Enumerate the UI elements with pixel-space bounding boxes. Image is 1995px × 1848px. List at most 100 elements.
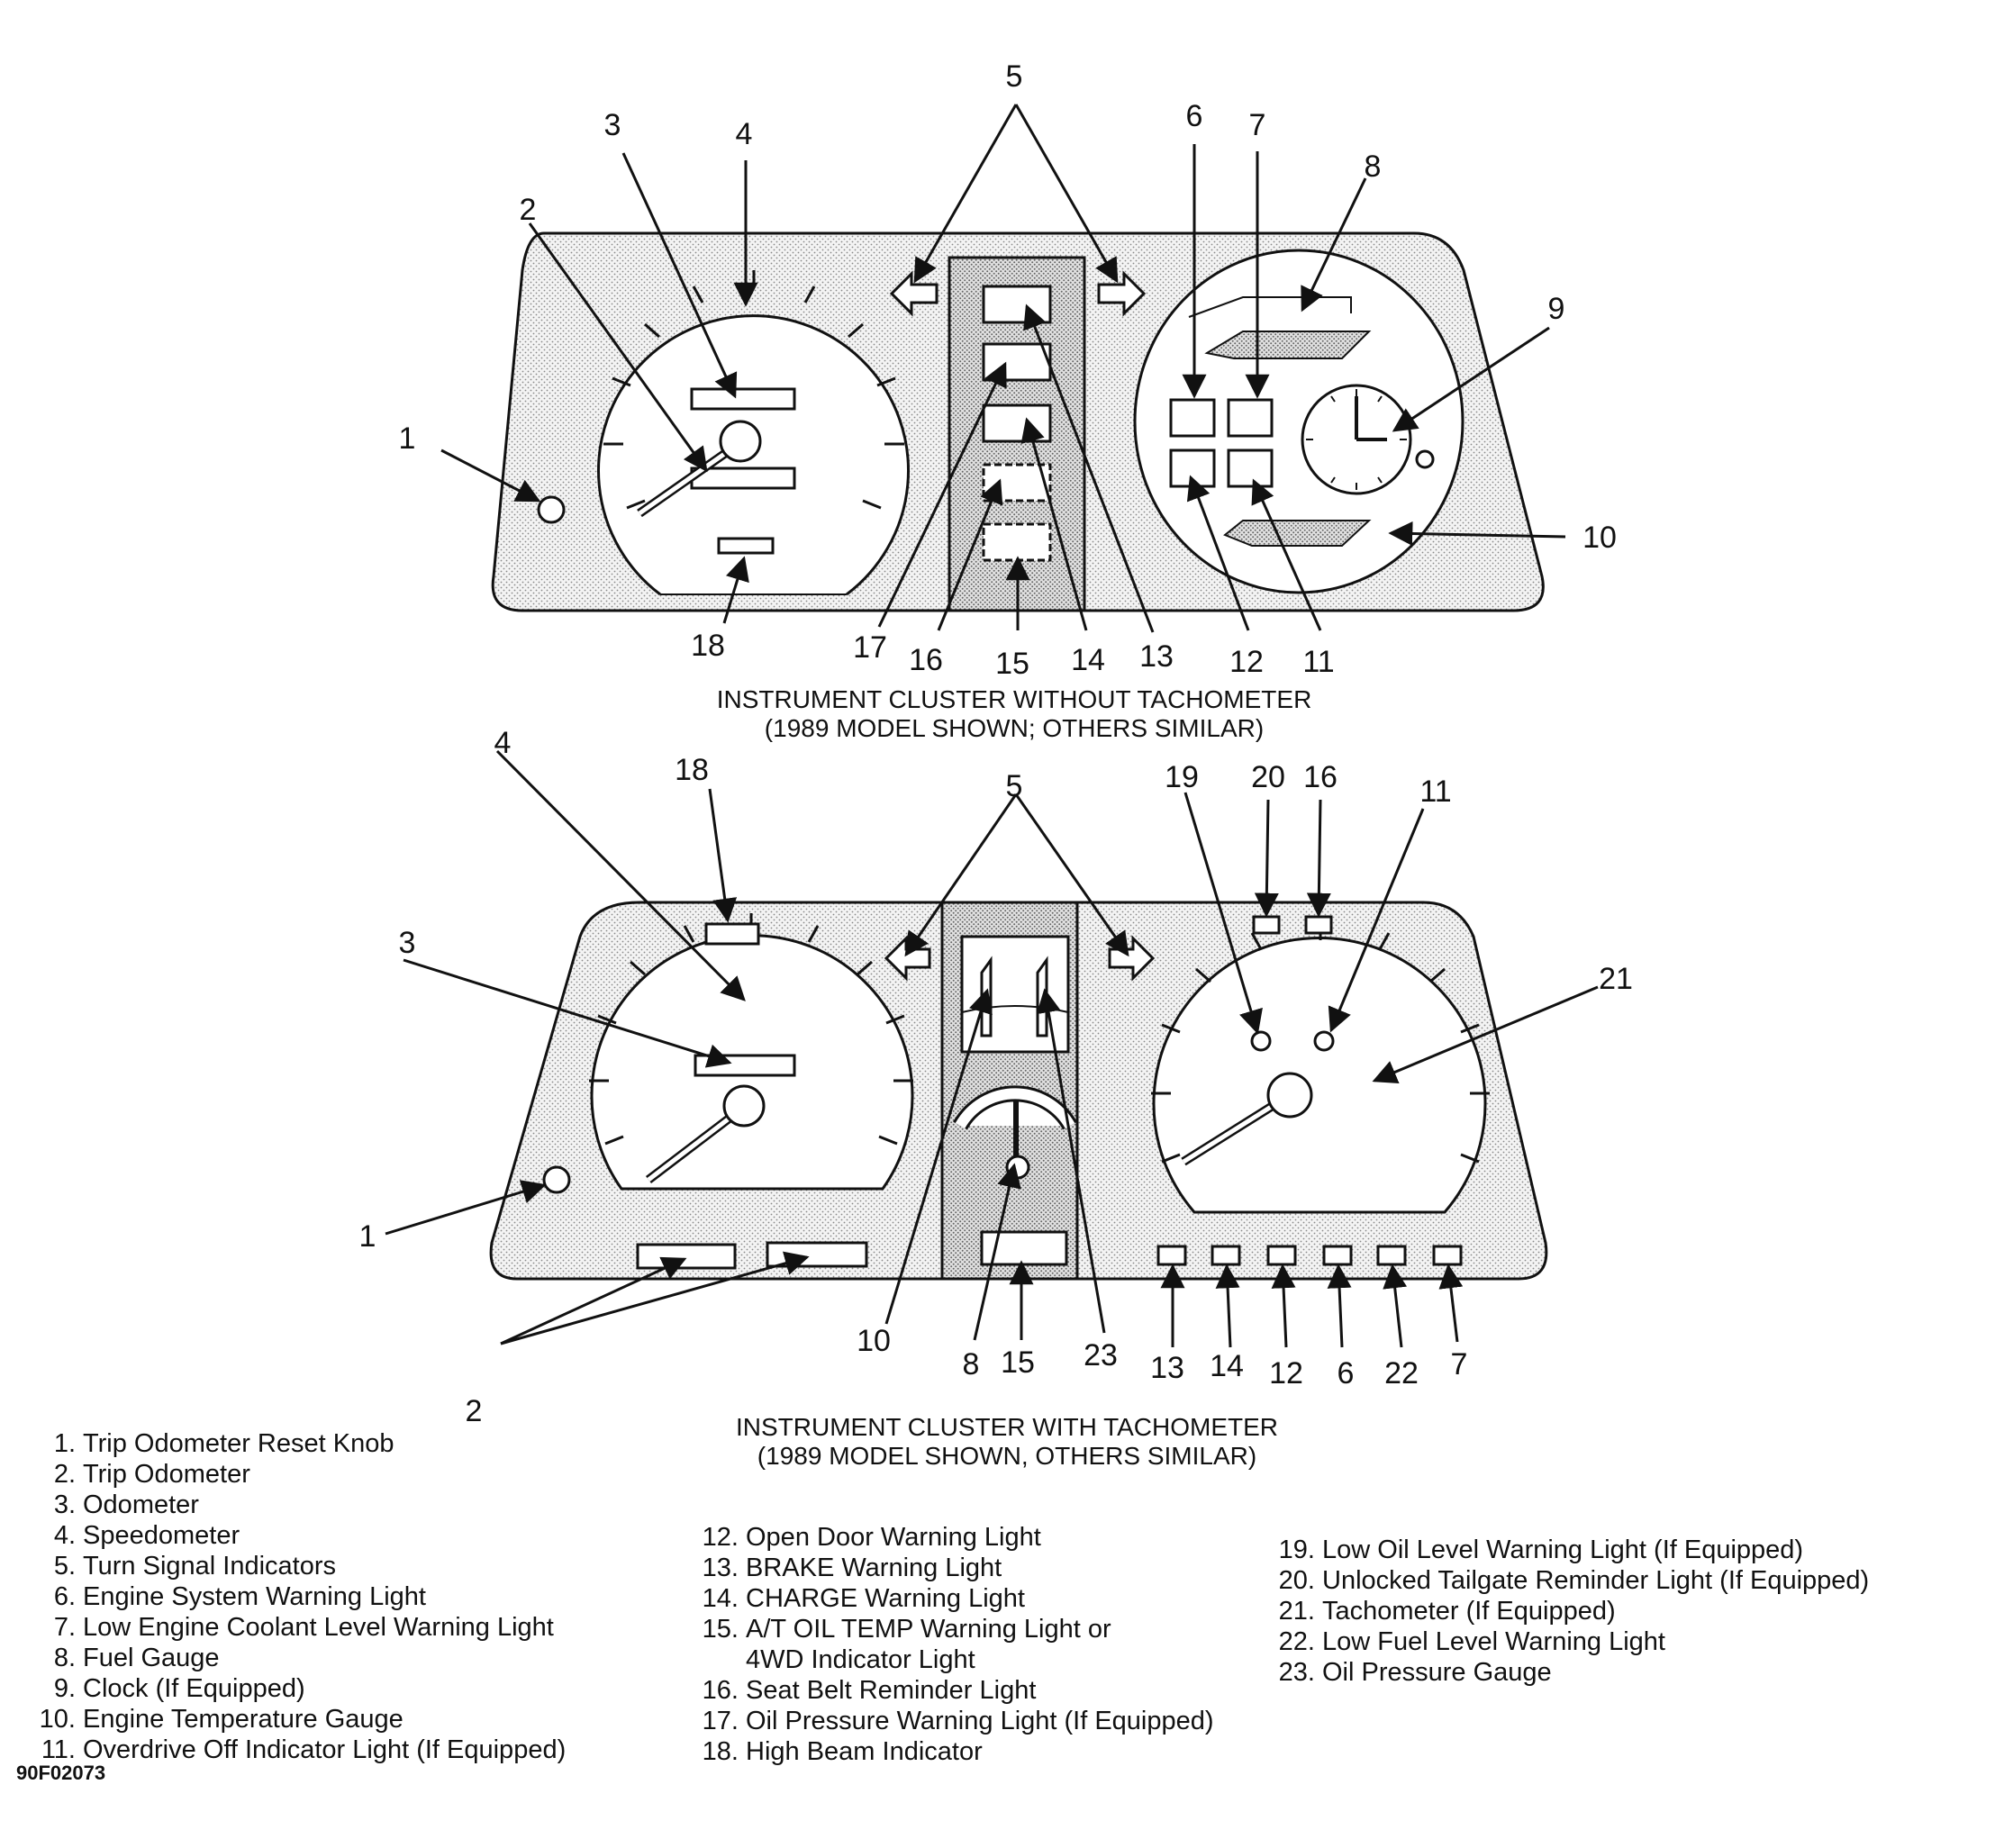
- legend-item: 1.Trip Odometer Reset Knob: [32, 1428, 566, 1459]
- bottom-callout-3: 3: [399, 926, 416, 960]
- bottom-tailgate-light: [1252, 915, 1281, 935]
- legend-item: 20.Unlocked Tailgate Reminder Light (If …: [1272, 1565, 1870, 1596]
- top-speedometer-dial: [597, 270, 910, 596]
- legend-item: 5.Turn Signal Indicators: [32, 1551, 566, 1581]
- legend-item-text: A/T OIL TEMP Warning Light or: [746, 1615, 1111, 1644]
- legend-item: 15.A/T OIL TEMP Warning Light or: [695, 1614, 1214, 1644]
- legend-item-number: 13.: [702, 1554, 739, 1582]
- legend-item-text: Odometer: [83, 1490, 199, 1519]
- legend-item: 22.Low Fuel Level Warning Light: [1272, 1626, 1869, 1657]
- legend-item: 3.Odometer: [32, 1490, 566, 1520]
- legend-item: 2.Trip Odometer: [32, 1459, 566, 1490]
- legend-item: 9.Clock (If Equipped): [32, 1673, 566, 1704]
- top-left-turn-arrow: [889, 270, 939, 317]
- legend-item-number: 4.: [53, 1521, 76, 1550]
- bottom-high-beam-indicator: [704, 922, 760, 946]
- legend-item-number: 6.: [53, 1582, 76, 1611]
- top-callout-numbers: 1 2 3 4 5 6 7 8 9 10 11 12 13 14 15 16 1…: [399, 59, 1617, 681]
- bottom-caption-line2: (1989 MODEL SHOWN, OTHERS SIMILAR): [757, 1442, 1256, 1470]
- bottom-callout-12: 12: [1269, 1356, 1303, 1391]
- legend-item-text: High Beam Indicator: [746, 1737, 983, 1766]
- legend-item: 18.High Beam Indicator: [695, 1736, 1214, 1767]
- top-callout-3: 3: [604, 108, 621, 142]
- legend-item-text: BRAKE Warning Light: [746, 1554, 1002, 1582]
- top-callout-5: 5: [1006, 59, 1023, 94]
- legend-item-text: Trip Odometer: [83, 1460, 250, 1489]
- top-callout-14: 14: [1071, 643, 1105, 677]
- legend-item: 17.Oil Pressure Warning Light (If Equipp…: [695, 1706, 1214, 1736]
- legend-item-number: 21.: [1278, 1597, 1315, 1626]
- legend-item-text: Low Oil Level Warning Light (If Equipped…: [1322, 1535, 1804, 1564]
- legend-item-number: 8.: [53, 1644, 76, 1672]
- top-callout-13: 13: [1139, 639, 1174, 674]
- bottom-callout-22: 22: [1384, 1356, 1419, 1391]
- bottom-callout-21: 21: [1599, 962, 1633, 996]
- legend-item: 21.Tachometer (If Equipped): [1272, 1596, 1869, 1626]
- legend-item-number: 9.: [53, 1674, 76, 1703]
- top-callout-12: 12: [1229, 645, 1264, 679]
- bottom-trip-odometer-left: [636, 1243, 737, 1270]
- legend-item-number: 15.: [702, 1615, 739, 1644]
- top-callout-6: 6: [1186, 99, 1203, 133]
- bottom-callout-19: 19: [1165, 760, 1199, 794]
- top-right-gauge-area: [1133, 249, 1465, 594]
- bottom-callout-5: 5: [1006, 769, 1023, 803]
- legend-item: 4.Speedometer: [32, 1520, 566, 1551]
- legend-item-text: Engine System Warning Light: [83, 1582, 426, 1611]
- legend-item-number: 5.: [53, 1552, 76, 1581]
- legend-item-number: 17.: [702, 1707, 739, 1735]
- top-callout-2: 2: [520, 193, 537, 227]
- legend-item: 7.Low Engine Coolant Level Warning Light: [32, 1612, 566, 1643]
- bottom-speedometer-dial: [589, 913, 914, 1191]
- legend-item-text: Open Door Warning Light: [746, 1523, 1041, 1552]
- bottom-cluster: 1 2 3 4 5 6 7 8 10 11 12 13 14 15 16 18 …: [359, 726, 1633, 1470]
- legend-item: 4WD Indicator Light: [695, 1644, 1214, 1675]
- bottom-callout-11: 11: [1419, 775, 1451, 809]
- legend-item-text: Trip Odometer Reset Knob: [83, 1429, 394, 1458]
- legend-item-text: Engine Temperature Gauge: [83, 1705, 404, 1734]
- top-callout-11: 11: [1302, 645, 1334, 679]
- legend-item-text: Unlocked Tailgate Reminder Light (If Equ…: [1322, 1566, 1870, 1595]
- bottom-callout-numbers: 1 2 3 4 5 6 7 8 10 11 12 13 14 15 16 18 …: [359, 726, 1633, 1428]
- bottom-callout-14: 14: [1210, 1349, 1244, 1383]
- legend-item: 12.Open Door Warning Light: [695, 1522, 1214, 1553]
- legend-item: 11.Overdrive Off Indicator Light (If Equ…: [32, 1735, 566, 1765]
- bottom-callout-10: 10: [857, 1324, 891, 1358]
- bottom-center-panel: [940, 901, 1079, 1281]
- legend-item-text: Seat Belt Reminder Light: [746, 1676, 1037, 1705]
- legend-item-number: 12.: [702, 1523, 739, 1552]
- top-cluster: 1 2 3 4 5 6 7 8 9 10 11 12 13 14 15 16 1…: [399, 59, 1617, 742]
- bottom-callout-1: 1: [359, 1219, 376, 1254]
- legend-column-3: 19.Low Oil Level Warning Light (If Equip…: [1272, 1535, 1870, 1688]
- legend-item-number: 22.: [1278, 1627, 1315, 1656]
- legend-item: 8.Fuel Gauge: [32, 1643, 566, 1673]
- legend-item-number: 16.: [702, 1676, 739, 1705]
- top-callout-10: 10: [1582, 521, 1617, 555]
- bottom-callout-7: 7: [1451, 1347, 1468, 1381]
- legend-item-text: Oil Pressure Warning Light (If Equipped): [746, 1707, 1214, 1735]
- bottom-callout-20: 20: [1251, 760, 1285, 794]
- legend-item-number: 1.: [53, 1429, 76, 1458]
- top-callout-16: 16: [909, 643, 943, 677]
- bottom-callout-16: 16: [1303, 760, 1338, 794]
- legend-item-number: 7.: [53, 1613, 76, 1642]
- legend-item-text: Fuel Gauge: [83, 1644, 220, 1672]
- legend-item-number: 10.: [39, 1705, 76, 1734]
- top-callout-1: 1: [399, 421, 416, 456]
- legend-item: 19.Low Oil Level Warning Light (If Equip…: [1272, 1535, 1869, 1565]
- legend-item-number: 14.: [702, 1584, 739, 1613]
- bottom-callout-4: 4: [494, 726, 512, 760]
- legend-item-number: 20.: [1278, 1566, 1315, 1595]
- legend-item-text: Overdrive Off Indicator Light (If Equipp…: [83, 1735, 567, 1764]
- figure-id: 90F02073: [16, 1762, 106, 1784]
- bottom-callout-6: 6: [1338, 1356, 1355, 1391]
- legend-item-number: 18.: [702, 1737, 739, 1766]
- bottom-callout-8: 8: [963, 1347, 980, 1381]
- top-callout-17: 17: [853, 630, 887, 665]
- legend-item: 13.BRAKE Warning Light: [695, 1553, 1214, 1583]
- legend-item-text: CHARGE Warning Light: [746, 1584, 1025, 1613]
- top-callout-15: 15: [995, 647, 1029, 681]
- legend-item: 14.CHARGE Warning Light: [695, 1583, 1214, 1614]
- bottom-trip-reset-knob: [542, 1165, 571, 1194]
